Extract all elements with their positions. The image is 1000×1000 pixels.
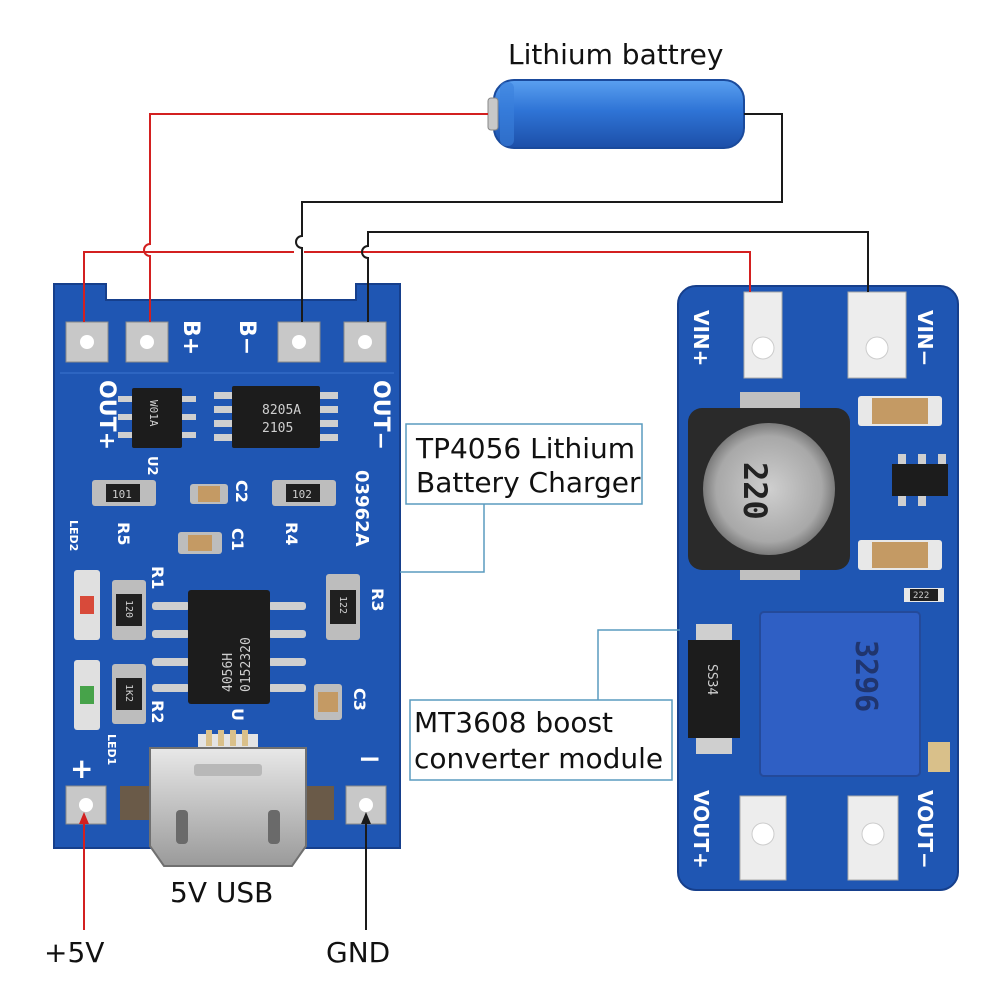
- svg-text:LED1: LED1: [105, 734, 118, 765]
- silk-vout-plus: VOUT+: [689, 790, 713, 869]
- svg-text:4056H: 4056H: [221, 653, 236, 692]
- label-usb: 5V USB: [170, 876, 273, 909]
- silk-b-plus: B+: [178, 320, 203, 355]
- svg-text:R2: R2: [148, 700, 167, 723]
- silk-b-minus: B−: [234, 320, 259, 355]
- label-mt3608-line2: converter module: [414, 742, 663, 775]
- tp4056-board: OUT+ B+ B− OUT− 03962A W01A U2 8205A 210…: [53, 283, 401, 867]
- silk-out-plus: OUT+: [94, 380, 119, 450]
- silk-vout-minus: VOUT−: [913, 790, 937, 869]
- label-mt3608-line1: MT3608 boost: [414, 706, 613, 739]
- wire-battery-plus: [143, 113, 488, 322]
- silk-out-minus: OUT−: [368, 380, 393, 450]
- label-battery: Lithium battrey: [508, 38, 723, 71]
- svg-text:U2: U2: [144, 456, 159, 476]
- resistor-r3: [330, 590, 356, 624]
- diode-ss34: [688, 640, 740, 738]
- micro-usb-connector: [149, 747, 307, 867]
- callout-box-tp4056: [405, 423, 643, 505]
- pad-vin-minus: [847, 291, 907, 379]
- svg-text:SS34: SS34: [704, 664, 719, 695]
- mt3608-board: VIN+ VIN− 220 222 SS34 3296 VOUT+: [677, 285, 959, 891]
- label-tp4056-line2: Battery Charger: [416, 466, 641, 499]
- svg-text:R4: R4: [282, 522, 301, 545]
- svg-text:C3: C3: [350, 688, 369, 711]
- wires: [79, 113, 869, 930]
- label-gnd: GND: [326, 936, 390, 969]
- svg-text:C1: C1: [228, 528, 247, 551]
- silk-in-plus: +: [70, 752, 93, 785]
- svg-text:W01A: W01A: [147, 400, 160, 427]
- wire-out-minus-to-vin-minus: [361, 231, 869, 322]
- chip-mosfet: [232, 386, 320, 448]
- svg-text:U: U: [228, 708, 247, 721]
- callouts: [400, 423, 680, 781]
- pad-vin-plus: [743, 291, 783, 379]
- svg-text:C2: C2: [232, 480, 251, 503]
- resistor-222: [910, 589, 938, 601]
- callout-box-mt3608: [409, 699, 673, 781]
- resistor-r1: [116, 594, 142, 626]
- svg-text:2105: 2105: [262, 421, 293, 436]
- silk-in-minus: −: [358, 742, 381, 775]
- potentiometer-3296: [759, 611, 921, 777]
- svg-text:0152320: 0152320: [239, 637, 254, 692]
- wire-out-plus-to-vin-plus: [83, 251, 751, 322]
- chip-u2: [132, 388, 182, 448]
- svg-text:1K2: 1K2: [123, 684, 134, 702]
- svg-text:R1: R1: [148, 566, 167, 589]
- svg-text:120: 120: [123, 600, 134, 618]
- silk-model: 03962A: [351, 470, 372, 547]
- chip-tp4056: [188, 590, 270, 704]
- svg-text:220: 220: [736, 462, 774, 520]
- resistor-101: [106, 484, 140, 502]
- silk-vin-minus: VIN−: [913, 310, 937, 366]
- silk-vin-plus: VIN+: [689, 310, 713, 366]
- chip-mt3608: [892, 464, 948, 496]
- resistor-r2: [116, 678, 142, 710]
- resistor-102: [286, 484, 320, 502]
- svg-text:R3: R3: [368, 588, 387, 611]
- label-tp4056-line1: TP4056 Lithium: [415, 432, 635, 465]
- svg-text:222: 222: [913, 591, 929, 601]
- label-plus5v: +5V: [44, 936, 104, 969]
- svg-text:3296: 3296: [848, 640, 883, 712]
- svg-text:101: 101: [112, 488, 132, 501]
- svg-text:102: 102: [292, 488, 312, 501]
- wire-battery-minus: [295, 113, 783, 322]
- svg-text:122: 122: [337, 596, 348, 614]
- svg-text:LED2: LED2: [67, 520, 80, 551]
- svg-text:R5: R5: [114, 522, 133, 545]
- lithium-battery: [487, 79, 745, 149]
- svg-text:8205A: 8205A: [262, 403, 301, 418]
